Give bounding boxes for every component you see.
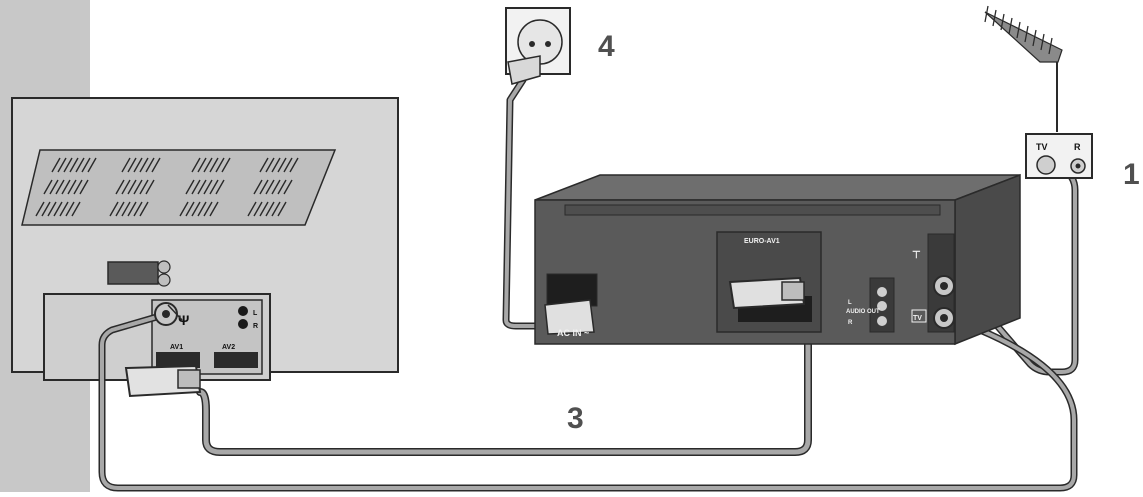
- tv-av2-scart: [214, 352, 258, 368]
- tv-audio-r-jack: [238, 319, 248, 329]
- wall-power-socket: [505, 7, 571, 85]
- tv-audio-l-jack: [238, 306, 248, 316]
- vcr-tv-out-label: TV: [913, 315, 922, 322]
- wall-antenna-socket: TV R: [1025, 133, 1093, 179]
- tv-av1-scart: [156, 352, 200, 368]
- tv-type-label: [107, 261, 159, 285]
- roof-antenna-icon: [984, 5, 1063, 132]
- vcr-audio-l-label: L: [848, 300, 852, 306]
- step-3-label: 3: [567, 402, 584, 435]
- tv-vent-panel: [21, 149, 337, 226]
- tv-rear: Ψ L R AV1 AV2: [11, 97, 399, 381]
- tv-audio-r-label: R: [253, 323, 258, 330]
- tv-antenna-symbol: Ψ: [178, 312, 189, 328]
- tv-av2-label: AV2: [222, 344, 235, 351]
- mains-plug: [507, 55, 541, 85]
- step-4-label: 4: [598, 30, 615, 63]
- tv-vent-slots: [35, 157, 299, 217]
- vcr-euro-av1-socket: EURO-AV1: [716, 231, 822, 333]
- vcr-audio-out-label: AUDIO OUT: [846, 309, 880, 315]
- wall-socket-r-label: R: [1074, 142, 1081, 152]
- vcr-euro-av1-label: EURO-AV1: [744, 238, 780, 245]
- vcr-audio-out: L AUDIO OUT R: [846, 277, 895, 333]
- vcr-antenna-in-symbol: ⊤: [912, 250, 921, 261]
- tv-antenna-plug: [154, 302, 183, 326]
- vcr-rf-connectors: ⊤ TV: [911, 233, 955, 333]
- vcr-rear: AC IN ~ EURO-AV1 L AUDIO OUT R ⊤ TV: [534, 173, 1021, 346]
- tv-audio-l-label: L: [253, 310, 258, 317]
- step-1-label: 1: [1123, 158, 1140, 191]
- tv-av1-label: AV1: [170, 344, 183, 351]
- vcr-ac-inlet: AC IN ~: [544, 273, 598, 338]
- vcr-audio-r-label: R: [848, 320, 853, 326]
- vcr-ac-in-label: AC IN ~: [557, 328, 589, 338]
- wall-socket-tv-label: TV: [1036, 142, 1048, 152]
- tv-scart-plug: [124, 364, 202, 398]
